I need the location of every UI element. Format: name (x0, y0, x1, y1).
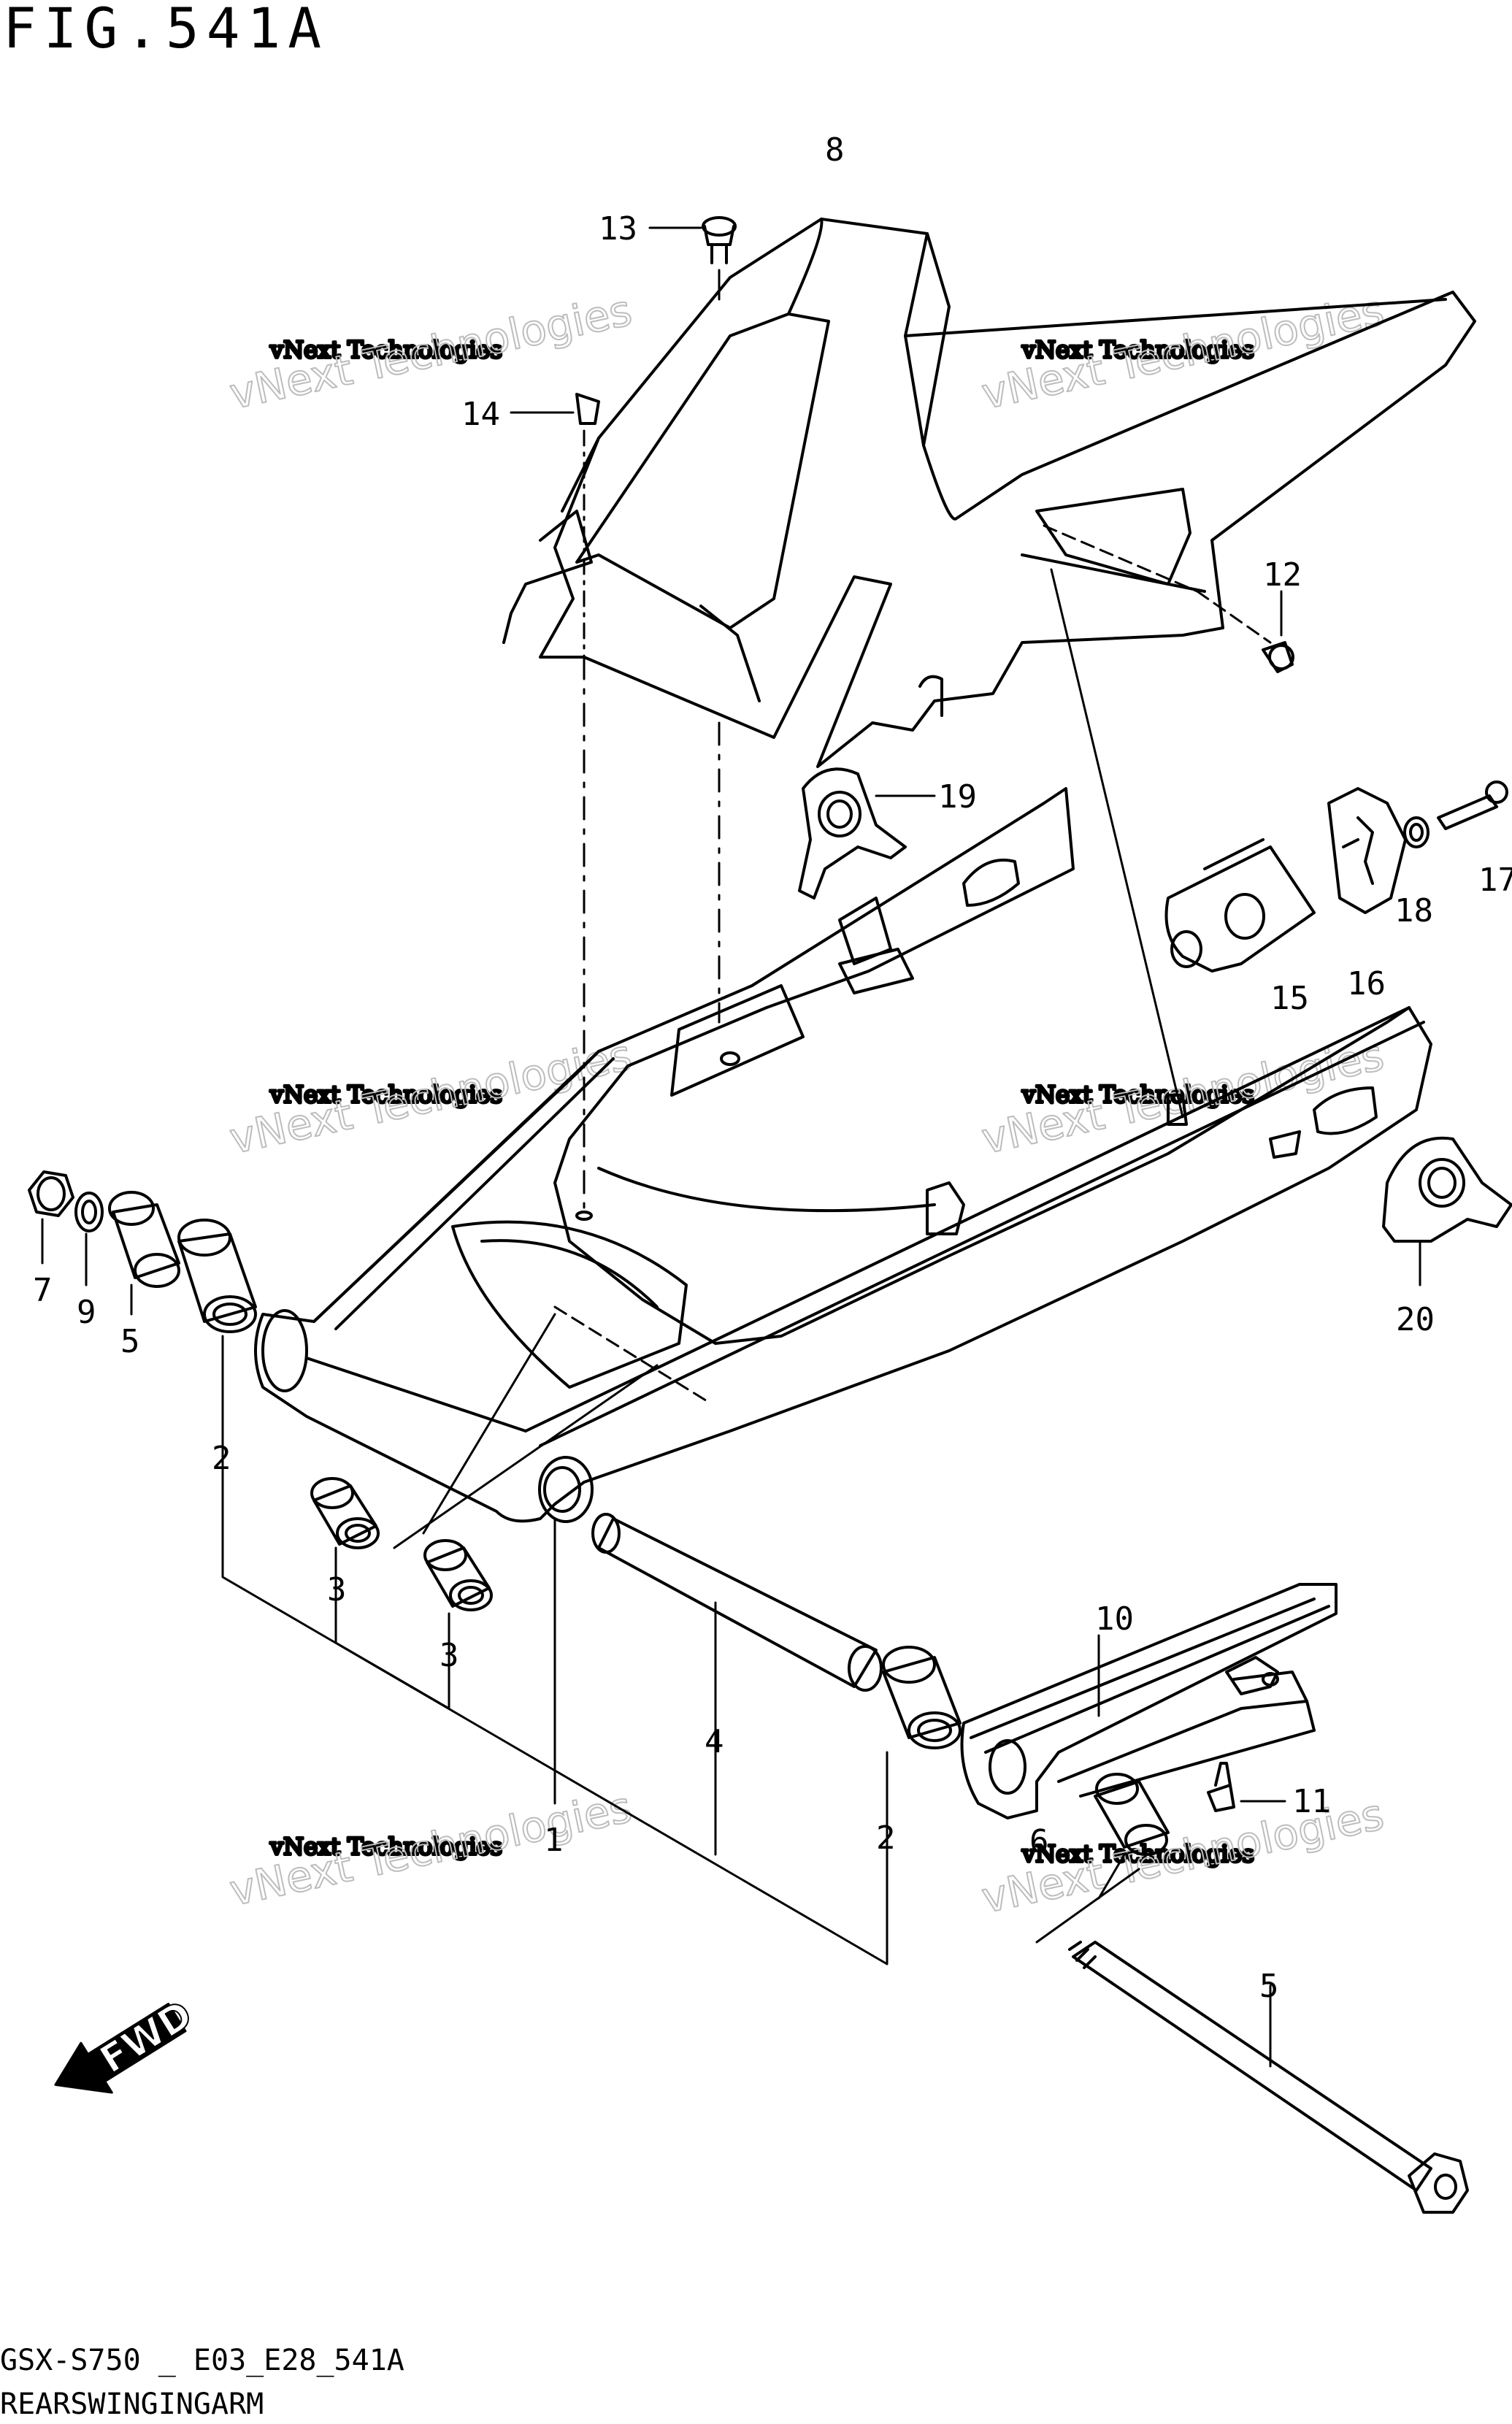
part-7-nut (28, 1170, 74, 1265)
callout-8: 9 (77, 1294, 96, 1331)
part-13-screw (648, 216, 737, 301)
callout-labels: 8 13 14 12 19 17 18 15 16 20 7 9 5 2 3 3… (33, 131, 1512, 2005)
part-3-bearing (423, 1539, 493, 1611)
callout-5: 5 (120, 1323, 140, 1360)
part-3-bearing (310, 1477, 380, 1549)
part-19-chain-guide (798, 767, 936, 900)
callout-17: 17 (1478, 862, 1512, 899)
callout-7: 7 (33, 1272, 53, 1309)
callout-2: 2 (212, 1440, 231, 1477)
callout-14: 14 (461, 396, 500, 433)
callout-20: 20 (1396, 1301, 1435, 1338)
part-18-washer (1403, 816, 1430, 848)
callout-10: 11 (1292, 1783, 1331, 1820)
forward-arrow-icon (54, 2003, 187, 2094)
callout-1: 1 (544, 1822, 564, 1859)
callout-3: 3 (440, 1637, 459, 1674)
part-14-clip (510, 393, 600, 1221)
callout-18: 18 (1394, 892, 1433, 929)
part-5-spacer (1094, 1773, 1170, 1856)
model-code: GSX-S750 _ E03_E28_541A (0, 2344, 404, 2377)
fwd-label: FWD (93, 1992, 200, 2082)
callout-13: 13 (599, 210, 637, 248)
callout-3: 3 (327, 1571, 347, 1608)
callout-5: 6 (1029, 1823, 1049, 1860)
watermark-text: vNext Technologies (269, 1833, 502, 1860)
callout-15: 15 (1270, 980, 1309, 1017)
leader-brackets (221, 1430, 1140, 1965)
part-15-chain-adjuster-block (1164, 838, 1316, 973)
part-2-bearing (882, 1646, 962, 1812)
watermark-text: vNext Technologies (269, 336, 502, 364)
part-4-pivot-tube (591, 1513, 883, 1746)
fwd-direction-badge: FWD (54, 1992, 201, 2094)
part-9-chain-slider (960, 1583, 1338, 1819)
figure-title: FIG.541A (3, 0, 329, 61)
part-11-rear-fender-chain-cover (502, 218, 1476, 768)
part-8-washer (74, 1192, 104, 1286)
part-12-bolt (1043, 524, 1294, 1119)
watermark-text: vNext Technologies (1021, 1081, 1254, 1108)
part-1-swingarm (254, 787, 1432, 1549)
part-10-bolt (1207, 1762, 1286, 1812)
callout-16: 16 (1347, 965, 1386, 1002)
part-6-pivot-shaft (1068, 1941, 1469, 2214)
callout-6: 5 (1259, 1968, 1279, 2005)
callout-4: 4 (705, 1723, 724, 1760)
part-2-bearing (177, 1219, 257, 1432)
callout-9: 10 (1095, 1600, 1134, 1638)
callout-19: 19 (938, 778, 977, 816)
part-20-chain-guide (1382, 1136, 1512, 1286)
callout-11: 8 (825, 131, 845, 169)
callout-12: 12 (1263, 556, 1302, 594)
part-16-adjuster-plate (1327, 787, 1407, 914)
part-17-adjuster-bolt (1437, 780, 1508, 830)
watermark-text: vNext Technologies (1021, 336, 1254, 364)
part-5-spacer (108, 1191, 180, 1316)
watermark-text: vNext Technologies (269, 1081, 502, 1108)
diagram-caption: REARSWINGINGARM (0, 2387, 264, 2421)
watermark-group: vNext Technologies vNext Technologies vN… (225, 285, 1389, 1924)
callout-2: 2 (876, 1819, 896, 1857)
